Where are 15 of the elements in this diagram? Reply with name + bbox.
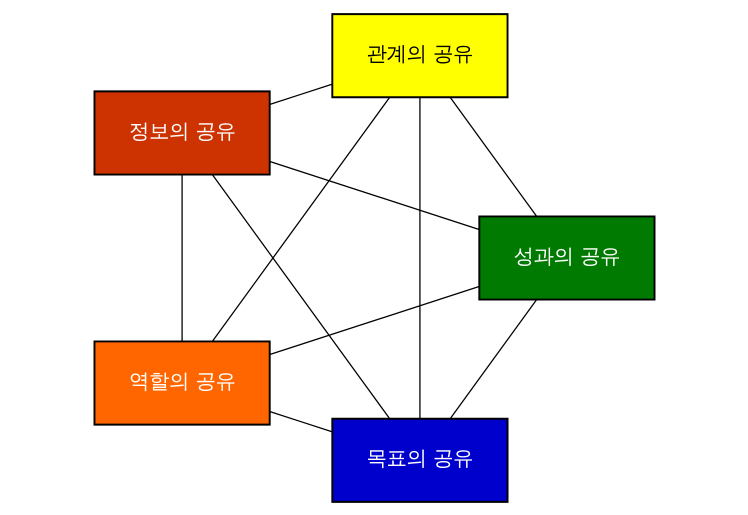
node-box: 역할의 공유 (93, 340, 270, 426)
connector (269, 83, 332, 105)
connector (211, 96, 390, 342)
connector (449, 299, 536, 418)
node-box: 목표의 공유 (330, 417, 508, 502)
connector (269, 160, 479, 230)
connector (418, 97, 420, 418)
connector (212, 174, 390, 418)
connector (269, 285, 479, 355)
node-box: 관계의 공유 (330, 12, 508, 98)
node-box: 성과의 공유 (478, 214, 655, 300)
node-box: 정보의 공유 (93, 90, 270, 175)
connector (269, 410, 332, 432)
connector (449, 96, 537, 216)
connector (180, 174, 182, 341)
